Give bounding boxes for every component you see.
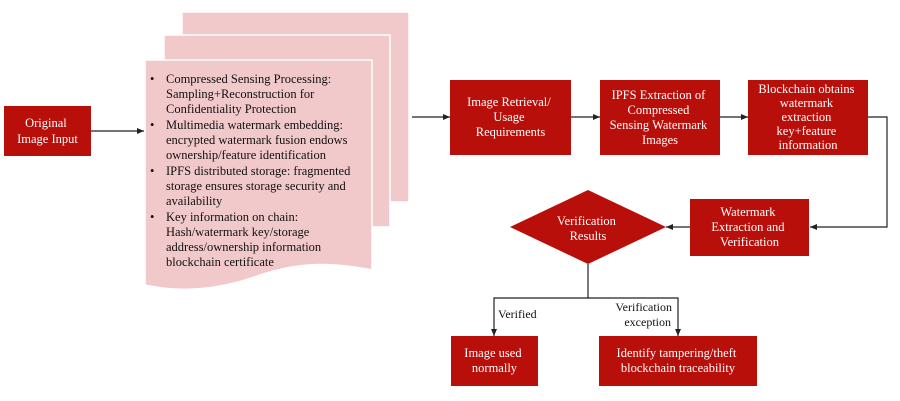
- verified-edge-label: Verified: [498, 307, 537, 321]
- original-image-input-node[interactable]: Original Image Input: [4, 106, 91, 156]
- processing-document-stack[interactable]: • Compressed Sensing Processing: Samplin…: [144, 11, 410, 291]
- ipfs-extraction-label: IPFS Extraction of Compressed Sensing Wa…: [610, 88, 711, 147]
- image-retrieval-node[interactable]: Image Retrieval/ Usage Requirements: [450, 80, 571, 155]
- traceability-node[interactable]: Identify tampering/theft blockchain trac…: [599, 336, 757, 386]
- exception-edge-label: Verification exception: [615, 300, 675, 329]
- blockchain-label: Blockchain obtains watermark extraction …: [758, 82, 857, 152]
- bullet-icon: •: [150, 72, 154, 86]
- traceability-label: Identify tampering/theft blockchain trac…: [617, 346, 740, 375]
- normal-use-node[interactable]: Image used normally: [451, 336, 538, 386]
- ipfs-extraction-node[interactable]: IPFS Extraction of Compressed Sensing Wa…: [600, 80, 720, 155]
- processing-bullet-list: • Compressed Sensing Processing: Samplin…: [150, 72, 353, 269]
- watermark-verification-node[interactable]: Watermark Extraction and Verification: [690, 199, 809, 256]
- bullet-text: Multimedia watermark embedding: encrypte…: [166, 118, 351, 162]
- bullet-item-watermark-embedding: • Multimedia watermark embedding: encryp…: [150, 118, 351, 162]
- image-retrieval-label: Image Retrieval/ Usage Requirements: [467, 95, 554, 139]
- bullet-icon: •: [150, 164, 154, 178]
- watermark-verification-label: Watermark Extraction and Verification: [711, 205, 787, 249]
- verification-results-decision[interactable]: Verification Results: [510, 190, 666, 264]
- bullet-text: IPFS distributed storage: fragmented sto…: [166, 164, 353, 208]
- bullet-item-compressed-sensing: • Compressed Sensing Processing: Samplin…: [150, 72, 334, 116]
- bullet-item-key-on-chain: • Key information on chain: Hash/waterma…: [150, 210, 324, 269]
- bullet-icon: •: [150, 118, 154, 132]
- original-image-input-label: Original Image Input: [17, 116, 78, 146]
- normal-use-label: Image used normally: [464, 346, 524, 375]
- verification-results-label: Verification Results: [557, 214, 619, 243]
- document-page-front: [145, 60, 372, 290]
- bullet-icon: •: [150, 210, 154, 224]
- arrow-decision-to-traceability: [588, 297, 681, 336]
- blockchain-node[interactable]: Blockchain obtains watermark extraction …: [748, 80, 868, 155]
- document-page-front-edge: [144, 59, 373, 291]
- bullet-item-ipfs-storage: • IPFS distributed storage: fragmented s…: [150, 164, 353, 208]
- arrow-decision-to-normal-use: [491, 264, 589, 336]
- arrow-blockchain-to-verification: [810, 116, 888, 230]
- bullet-text: Key information on chain: Hash/watermark…: [166, 210, 324, 269]
- bullet-text: Compressed Sensing Processing: Sampling+…: [166, 72, 334, 116]
